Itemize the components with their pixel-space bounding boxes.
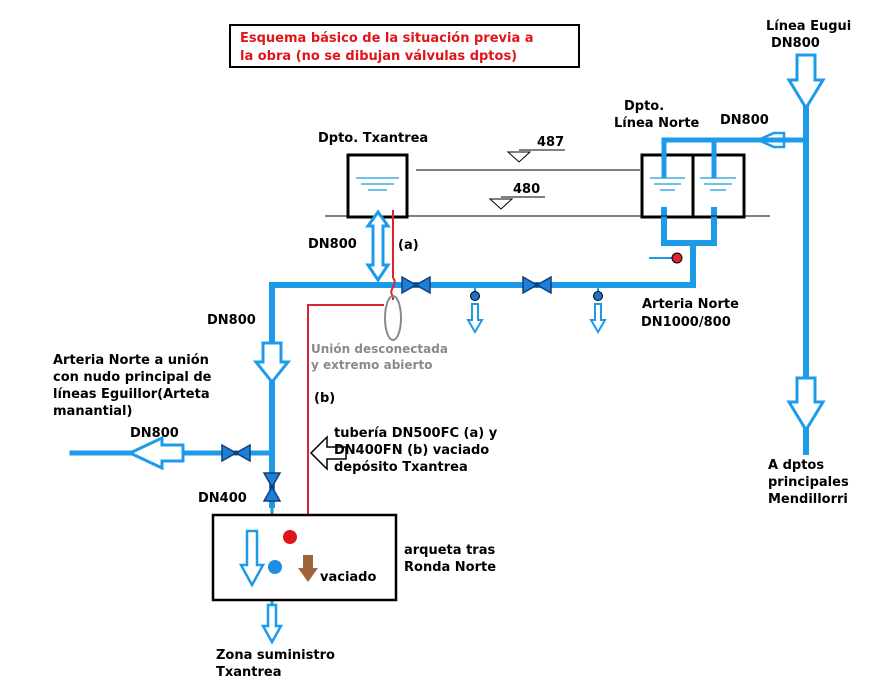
union-disconnected-marker <box>384 295 402 341</box>
level-487-label: 487 <box>537 135 564 150</box>
zona-down-arrow-icon <box>260 603 284 645</box>
outlets <box>466 285 607 334</box>
dn800-branch-label: DN800 <box>130 426 179 441</box>
valve-icon <box>522 276 552 294</box>
tuberia-label-1: tubería DN500FC (a) y <box>334 426 498 441</box>
title-box <box>229 24 580 68</box>
zona-label-1: Zona suministro <box>216 648 335 663</box>
union-note-2: y extremo abierto <box>311 358 432 372</box>
tuberia-label-3: depósito Txantrea <box>334 460 468 475</box>
valve-icon <box>401 276 431 294</box>
arteria-union-label-1: Arteria Norte a unión <box>53 353 209 368</box>
valve-icon <box>263 472 281 502</box>
dpto-txantrea-label: Dpto. Txantrea <box>318 131 428 146</box>
arqueta-blue-node <box>268 560 282 574</box>
a-marker-label: (a) <box>398 238 419 253</box>
arteria-union-label-4: manantial) <box>53 404 132 419</box>
linea-norte-drain-point <box>671 252 683 264</box>
vaciado-brown-arrow-icon <box>298 555 318 582</box>
tuberia-label-2: DN400FN (b) vaciado <box>334 443 489 458</box>
a-dptos-label-1: A dptos <box>768 458 824 473</box>
vaciado-label: vaciado <box>320 570 376 585</box>
dn400-label: DN400 <box>198 491 247 506</box>
dn800-left-label: DN800 <box>207 313 256 328</box>
dpto-norte-label-2: Línea Norte <box>614 116 700 131</box>
dpto-txantrea-tank <box>346 153 409 219</box>
dpto-norte-label-1: Dpto. <box>624 99 664 114</box>
dn800-top-label: DN800 <box>720 113 769 128</box>
dn800-left-down-arrow-icon <box>252 341 292 385</box>
arqueta-blue-down-arrow-icon <box>238 529 266 588</box>
linea-eugui-dn-label: DN800 <box>771 36 820 51</box>
dn800-branch-left-arrow-icon <box>126 435 185 471</box>
b-marker-label: (b) <box>314 391 335 406</box>
title-line-1: Esquema básico de la situación previa a <box>240 31 534 46</box>
level-lines <box>325 149 770 217</box>
txantrea-bidirectional-arrow-icon <box>365 209 391 283</box>
title-line-2: la obra (no se dibujan válvulas dptos) <box>240 49 517 64</box>
a-dptos-label-2: principales <box>768 475 849 490</box>
eugui-down-arrow-icon <box>786 53 826 111</box>
union-note-1: Unión desconectada <box>311 342 448 356</box>
arqueta-label-2: Ronda Norte <box>404 560 496 575</box>
linea-norte-pipes <box>649 137 785 288</box>
arteria-union-label-2: con nudo principal de <box>53 370 212 385</box>
level-480-label: 480 <box>513 182 540 197</box>
tuberia-callout-arrow-icon <box>309 435 347 471</box>
zona-label-2: Txantrea <box>216 665 282 680</box>
arteria-norte-label-1: Arteria Norte <box>642 297 739 312</box>
mendillorri-down-arrow-icon <box>786 376 826 433</box>
a-dptos-label-3: Mendillorri <box>768 492 848 507</box>
arqueta-red-node <box>283 530 297 544</box>
arteria-union-label-3: líneas Eguillor(Arteta <box>53 387 210 402</box>
dpto-linea-norte-tank <box>640 153 746 219</box>
arteria-norte-label-2: DN1000/800 <box>641 315 731 330</box>
linea-eugui-label: Línea Eugui <box>766 19 851 34</box>
dn800-txantrea-label: DN800 <box>308 237 357 252</box>
arqueta-label-1: arqueta tras <box>404 543 495 558</box>
valve-icon <box>221 444 251 462</box>
